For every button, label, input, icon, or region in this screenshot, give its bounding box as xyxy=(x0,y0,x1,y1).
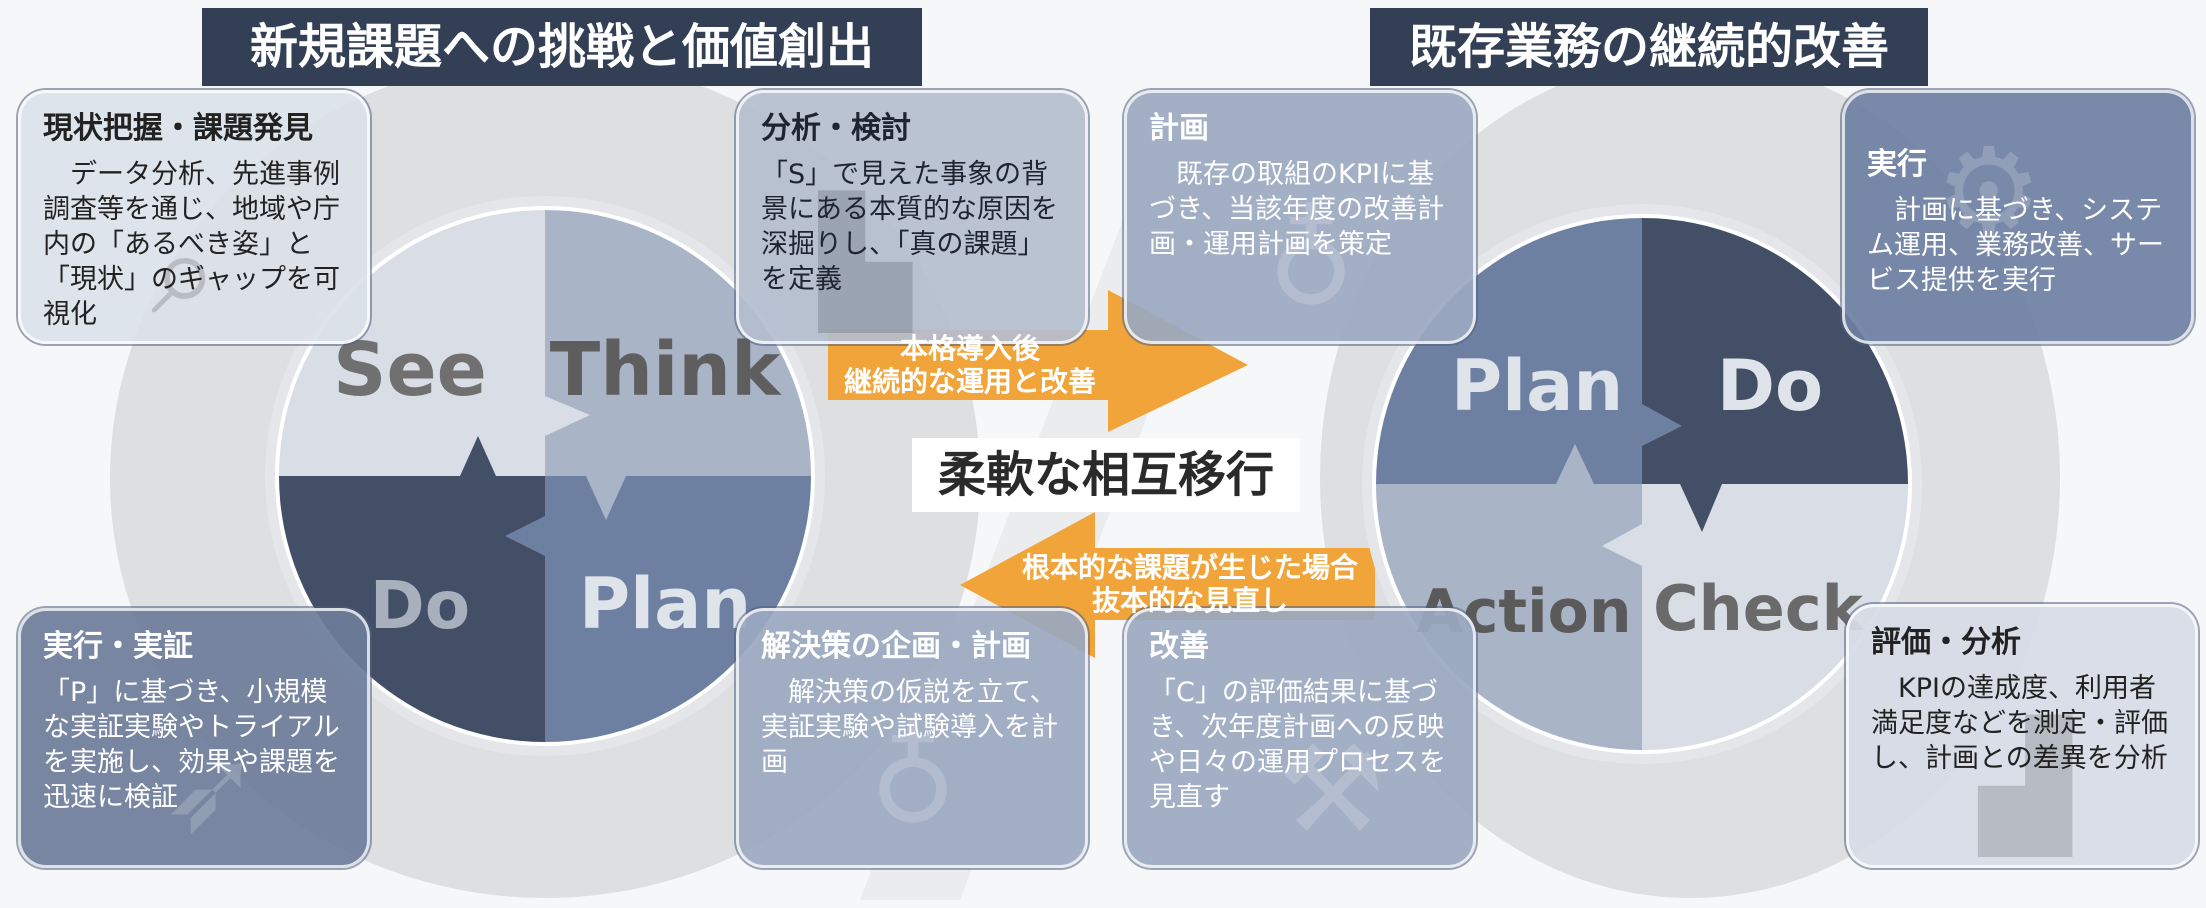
center-transition-label: 柔軟な相互移行 xyxy=(912,438,1300,512)
lightbulb-icon: ♁ xyxy=(869,711,957,850)
lightbulb-icon: ♁ xyxy=(1267,193,1355,332)
arrow-left-label: 根本的な課題が生じた場合 抜本的な見直し xyxy=(1000,551,1380,617)
chart-icon: ▙ xyxy=(819,193,912,332)
card-right-check: ▟ 評価・分析 KPIの達成度、利用者満足度などを測定・評価し、計画との差異を分… xyxy=(1846,604,2198,868)
left-quadrant-plan xyxy=(545,476,811,742)
left-cycle: See Think Do Plan xyxy=(265,196,825,756)
card-do-body: 「P」に基づき、小規模な実証実験やトライアルを実施し、効果や課題を迅速に検証 xyxy=(43,677,340,813)
card-right-do-title: 実行 xyxy=(1867,147,1927,182)
left-quadrant-do xyxy=(279,476,545,742)
left-quadrant-label-think: Think xyxy=(550,327,782,413)
card-right-check-title: 評価・分析 xyxy=(1871,625,2021,660)
magnifier-icon: ⌕ xyxy=(151,203,219,342)
card-do-title: 実行・実証 xyxy=(43,629,193,664)
card-plan: ♁ 解決策の企画・計画 解決策の仮説を立て、実証実験や試験導入を計画 xyxy=(736,608,1088,868)
arrow-left-label-line1: 根本的な課題が生じた場合 xyxy=(1021,551,1358,584)
right-quadrant-check xyxy=(1642,484,1908,750)
card-plan-title: 解決策の企画・計画 xyxy=(761,629,1031,664)
card-see: ⌕ 現状把握・課題発見 データ分析、先進事例調査等を通じ、地域や庁内の「あるべき… xyxy=(18,90,370,344)
left-section-title: 新規課題への挑戦と価値創出 xyxy=(202,8,922,86)
gear-icon: ⚙ xyxy=(1935,123,2043,262)
wrench-icon: ⚒ xyxy=(1277,721,1385,860)
right-quadrant-label-check: Check xyxy=(1653,572,1864,645)
card-think-body: 「S」で見えた事象の背景にある本質的な原因を深掘りし、「真の課題」を定義 xyxy=(761,159,1058,295)
left-quadrant-think xyxy=(545,210,811,476)
left-quadrant-label-see: See xyxy=(333,327,487,413)
arrow-right-label-line1: 本格導入後 xyxy=(899,332,1040,365)
right-section-title: 既存業務の継続的改善 xyxy=(1370,8,1928,86)
card-see-body: データ分析、先進事例調査等を通じ、地域や庁内の「あるべき姿」と「現状」のギャップ… xyxy=(43,159,340,330)
card-think: ▙ 分析・検討 「S」で見えた事象の背景にある本質的な原因を深掘りし、「真の課題… xyxy=(736,90,1088,344)
left-quadrant-label-do: Do xyxy=(370,567,470,644)
card-right-action: ⚒ 改善 「C」の評価結果に基づき、次年度計画への反映や日々の運用プロセスを見直… xyxy=(1124,608,1476,868)
right-quadrant-plan xyxy=(1376,218,1642,484)
card-plan-body: 解決策の仮説を立て、実証実験や試験導入を計画 xyxy=(761,677,1058,778)
arrow-right-label: 本格導入後 継続的な運用と改善 xyxy=(828,332,1112,398)
left-quadrant-label-plan: Plan xyxy=(579,563,751,645)
bar-chart-icon: ▟ xyxy=(1979,717,2072,856)
card-do: ➶ 実行・実証 「P」に基づき、小規模な実証実験やトライアルを実施し、効果や課題… xyxy=(18,608,370,868)
right-quadrant-do xyxy=(1642,218,1908,484)
right-quadrant-action xyxy=(1376,484,1642,750)
right-cycle: Plan Do Action Check xyxy=(1362,204,1922,764)
card-right-action-title: 改善 xyxy=(1149,629,1209,664)
arrow-right-label-line2: 継続的な運用と改善 xyxy=(843,365,1096,398)
card-right-plan-body: 既存の取組のKPIに基づき、当該年度の改善計画・運用計画を策定 xyxy=(1149,159,1445,260)
card-right-do-body: 計画に基づき、システム運用、業務改善、サービス提供を実行 xyxy=(1867,195,2164,296)
card-right-action-body: 「C」の評価結果に基づき、次年度計画への反映や日々の運用プロセスを見直す xyxy=(1149,677,1446,813)
card-see-title: 現状把握・課題発見 xyxy=(43,111,313,146)
right-quadrant-label-do: Do xyxy=(1717,345,1823,427)
arrow-left-label-line2: 抜本的な見直し xyxy=(1091,584,1288,617)
card-think-title: 分析・検討 xyxy=(761,111,911,146)
card-right-do: ⚙ 実行 計画に基づき、システム運用、業務改善、サービス提供を実行 xyxy=(1842,90,2194,344)
card-right-plan-title: 計画 xyxy=(1149,111,1209,146)
card-right-check-body: KPIの達成度、利用者満足度などを測定・評価し、計画との差異を分析 xyxy=(1871,673,2168,774)
card-right-plan: ♁ 計画 既存の取組のKPIに基づき、当該年度の改善計画・運用計画を策定 xyxy=(1124,90,1476,344)
right-quadrant-label-plan: Plan xyxy=(1451,345,1623,427)
rocket-icon: ➶ xyxy=(161,721,262,860)
left-quadrant-see xyxy=(279,210,545,476)
